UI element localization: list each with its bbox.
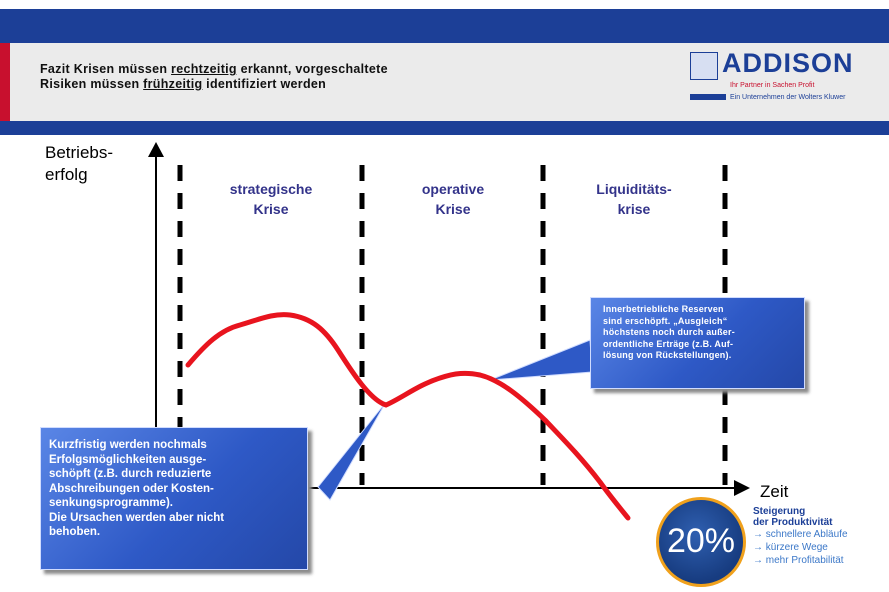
title-line-2: Risiken müssen frühzeitig identifiziert … (40, 77, 327, 91)
productivity-panel: Steigerung der Produktivität → schneller… (753, 506, 889, 567)
phase-label-operative: operative Krise (421, 181, 485, 217)
productivity-item-1: → schnellere Abläufe (753, 529, 848, 540)
callout-reserves: Innerbetriebliche Reserven sind erschöpf… (590, 297, 805, 389)
x-axis-label: Zeit (760, 482, 789, 501)
phase-label-liquidity: Liquiditäts- krise (596, 181, 672, 217)
productivity-title: Steigerung der Produktivität (753, 506, 833, 528)
top-banner (0, 9, 889, 43)
title-line-1: Fazit Krisen müssen rechtzeitig erkannt,… (40, 62, 388, 76)
y-axis-label: Betriebs- erfolg (45, 143, 114, 184)
accent-bar (0, 43, 10, 121)
callout-short-term: Kurzfristig werden nochmals Erfolgsmögli… (40, 427, 308, 570)
logo-tagline: Ihr Partner in Sachen Profit (730, 82, 815, 89)
logo-subline: Ein Unternehmen der Wolters Kluwer (730, 94, 846, 101)
left-callout-pointer (317, 401, 387, 501)
productivity-item-3: → mehr Profitabilität (753, 555, 844, 566)
addison-logo: ADDISON Ihr Partner in Sachen Profit Ein… (690, 48, 880, 116)
logo-mark-icon (690, 52, 718, 80)
logo-wordmark: ADDISON (722, 48, 854, 78)
badge-percentage: 20% (666, 522, 736, 560)
success-curve (185, 312, 631, 521)
header-bottom-bar (0, 121, 889, 135)
x-axis-arrow-icon (734, 480, 750, 496)
slide-title: Fazit Krisen müssen rechtzeitig erkannt,… (40, 62, 388, 92)
productivity-item-2: → kürzere Wege (753, 542, 828, 553)
phase-label-strategic: strategische Krise (229, 181, 313, 217)
productivity-badge: 20% (656, 497, 746, 587)
logo-strip (690, 94, 726, 100)
title-header (0, 43, 889, 121)
y-axis-arrow-icon (148, 142, 164, 157)
